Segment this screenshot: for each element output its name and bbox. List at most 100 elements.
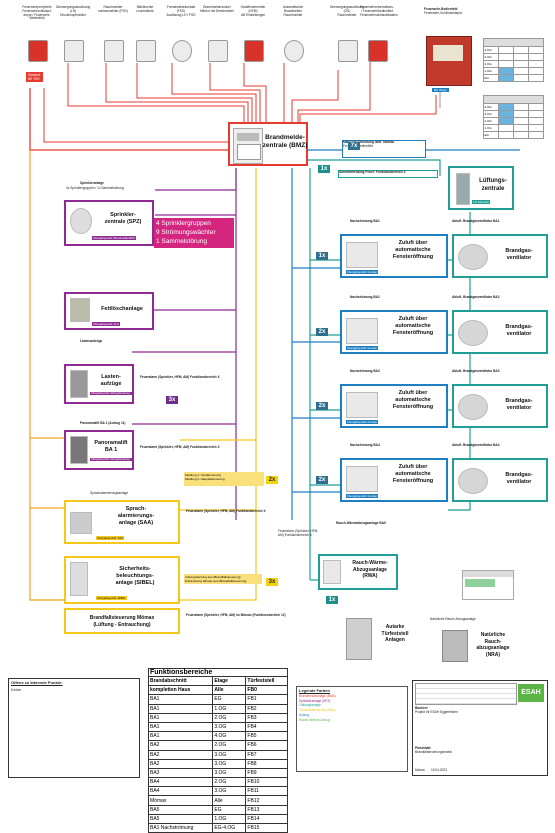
legend-items: Brandmeldeanlage (BMA)Sprinkleranlage (S…	[299, 693, 405, 723]
lasten-box: Lasten- aufzüge Übergabepunkt: Aufzugste…	[64, 364, 134, 404]
top-device-title: Feuerwehrperipherie	[22, 5, 52, 9]
fb-cell: BA2	[147, 740, 214, 751]
sprinkler-tag: Übergabepunkt: Brandmelde/SPZ	[92, 236, 136, 240]
autark-image	[346, 618, 372, 660]
esah-logo: ESAH	[518, 684, 544, 702]
mini-table-2: 4.OG 3.OG 2.OG 1.OG EG	[483, 95, 544, 139]
zuluft-label-l3: Fensteröffnung	[392, 404, 434, 410]
nra-top: Natürliche Rauch-Abzugsanlage	[430, 617, 476, 621]
sprinkler-box: Sprinkler- zentrale (SPZ) Übergabepunkt:…	[64, 200, 154, 246]
window-actuator-image	[346, 318, 378, 344]
panorama-top: Panoramalift BA 1 (Aufzug 11)	[80, 421, 126, 425]
lueftung-tag: LÜ-Schrank	[472, 200, 490, 204]
lueftung-cabinet-image	[456, 173, 470, 205]
fan-image	[458, 320, 488, 346]
top-device-title: Blitzleuchte	[136, 5, 154, 9]
x-label-f: 1x	[316, 252, 328, 260]
x-label-k: 1x	[326, 596, 338, 604]
fb-cell: FB10	[245, 777, 288, 788]
saa-image	[70, 512, 92, 534]
lueftung-box: Lüftungs- zentrale LÜ-Schrank	[448, 166, 514, 210]
top-device-1: Überwegungsauslösung (LH)Druckknopfmelde…	[56, 5, 91, 66]
zuluft-label-l1: Zuluft über	[398, 464, 428, 470]
saa-note: Feueralarm (Sprinkler, HFM, AM) Funktion…	[186, 509, 266, 513]
top-device-title: Überwegungsauslösung (LH)	[56, 5, 91, 13]
legend-item: Brandmeldeanlage (BMA)	[299, 693, 336, 698]
fb-cell: BA4	[147, 777, 214, 788]
fb-cell: BA4	[147, 786, 214, 797]
sibel-image	[70, 562, 88, 596]
proj-label: Bauherr:	[415, 706, 429, 710]
topright-title: Feuerwehr-Bedienfeld	[424, 7, 458, 11]
top-device-title: Rauchmelder	[103, 5, 123, 9]
saa-label-3: anlage (SAA)	[118, 520, 154, 526]
brandgas-title: Abluft- Brandgasventilator BA4	[452, 443, 500, 447]
saa-label-2: alarmierungs-	[117, 513, 155, 519]
fettloesch-label: Fettlöschanlage	[101, 306, 143, 312]
brandgas-label-l1: Brandgas-	[505, 398, 533, 404]
saa-warn-box: Meldung 1: Voralarmierung Meldung 2: Hau…	[184, 472, 264, 486]
fire-alarm-bell-icon	[28, 40, 48, 62]
rwa-label-1: Rauch-Wärme-	[352, 560, 388, 566]
top-device-title: Brandmeldersockel	[203, 5, 231, 9]
saa-warn-2: Meldung 2: Hauptalarmierung	[185, 477, 225, 481]
sibel-tag: Übergabepunkt: SIBEL	[96, 596, 127, 600]
top-device-6: Handfeuermelder (HFM)AB Einstellungen	[236, 5, 270, 66]
window-actuator-image	[346, 466, 378, 492]
plan-text: Brandfallsteuerungsmatrix	[415, 750, 453, 754]
rwa-label-3: (RWA)	[362, 573, 378, 579]
zuluft-title: Nachströmung BA3	[350, 369, 380, 373]
sprinkler-groups-1: 4 Sprinklergruppen	[156, 220, 211, 227]
topright-desc: Feuerwehr-Schlüsseldepot	[424, 10, 462, 15]
fb-cell: BA1	[147, 703, 214, 714]
fb-cell: FB1	[245, 694, 288, 705]
sprinkler-desc: 4x Sprinklergruppen / 1x Sammelstörung	[66, 186, 124, 190]
fb-cell: FB6	[245, 740, 288, 751]
fb-cell: BA5	[147, 804, 214, 815]
fb-s2: FB0	[245, 685, 288, 696]
top-device-8: Überwegungsauslösung (OS)Rauchmelder	[330, 5, 364, 66]
fb-cell: FB14	[245, 813, 288, 825]
brandgas-box: Brandgas-ventilator	[452, 234, 548, 278]
panorama-box: Panoramalift BA 1 Übergabepunkt: Aufzugs…	[64, 430, 134, 470]
top-device-desc: Feuerwehrschlüssel-depot / Feuerwehr-Bed…	[22, 8, 52, 21]
fire-panel-icon	[368, 40, 388, 62]
zuluft-label-l2: automatische	[395, 397, 431, 403]
brandgas-title: Abluft- Brandgasventilator BA1	[452, 219, 500, 223]
fan-image	[458, 394, 488, 420]
saa-tag: Übergabepunkt: SAA	[96, 536, 125, 540]
brandgas-title: Abluft- Brandgasventilator BA3	[452, 369, 500, 373]
top-device-desc: schlossmelder (FSD)	[98, 8, 128, 13]
sprinkler-label-1: Sprinkler-	[110, 212, 136, 218]
key-switch-icon	[104, 40, 124, 62]
nra-label-4: (NRA)	[485, 651, 501, 658]
nra-label-3: abzugsanlage	[476, 645, 510, 651]
manual-call-point-icon	[244, 40, 264, 62]
x-label-i: 2x	[316, 476, 328, 484]
sprinkler-groups-2: 9 Strömungswächter	[156, 229, 216, 236]
fb-table: Brandabschnitt Etage Türfeststell komple…	[147, 675, 288, 833]
top-device-title: Feuerwehrinformations- / Feuerwehrbedien…	[360, 5, 394, 13]
x-label-g: 2x	[316, 328, 328, 336]
fb-cell: 3.OG	[212, 758, 247, 769]
fb-cell: BA1	[147, 694, 214, 705]
left-badge-line1: Standort:	[28, 73, 41, 77]
mini-table-bottom: 4.OG 3.OG 2.OG 1.OG EG	[483, 95, 544, 139]
top-device-desc: Druckknopfmelder	[60, 12, 86, 17]
fb-h1: Etage	[212, 675, 247, 687]
fb-title: Funktionsbereiche	[148, 668, 288, 676]
fb-cell: Alle	[212, 795, 247, 806]
connection-wires	[29, 55, 520, 601]
plan-label: Planinhalt:	[415, 746, 432, 750]
fettloesch-box: Fettlöschanlage Übergabepunkt: FLA	[64, 292, 154, 330]
revision-grid	[415, 683, 517, 705]
